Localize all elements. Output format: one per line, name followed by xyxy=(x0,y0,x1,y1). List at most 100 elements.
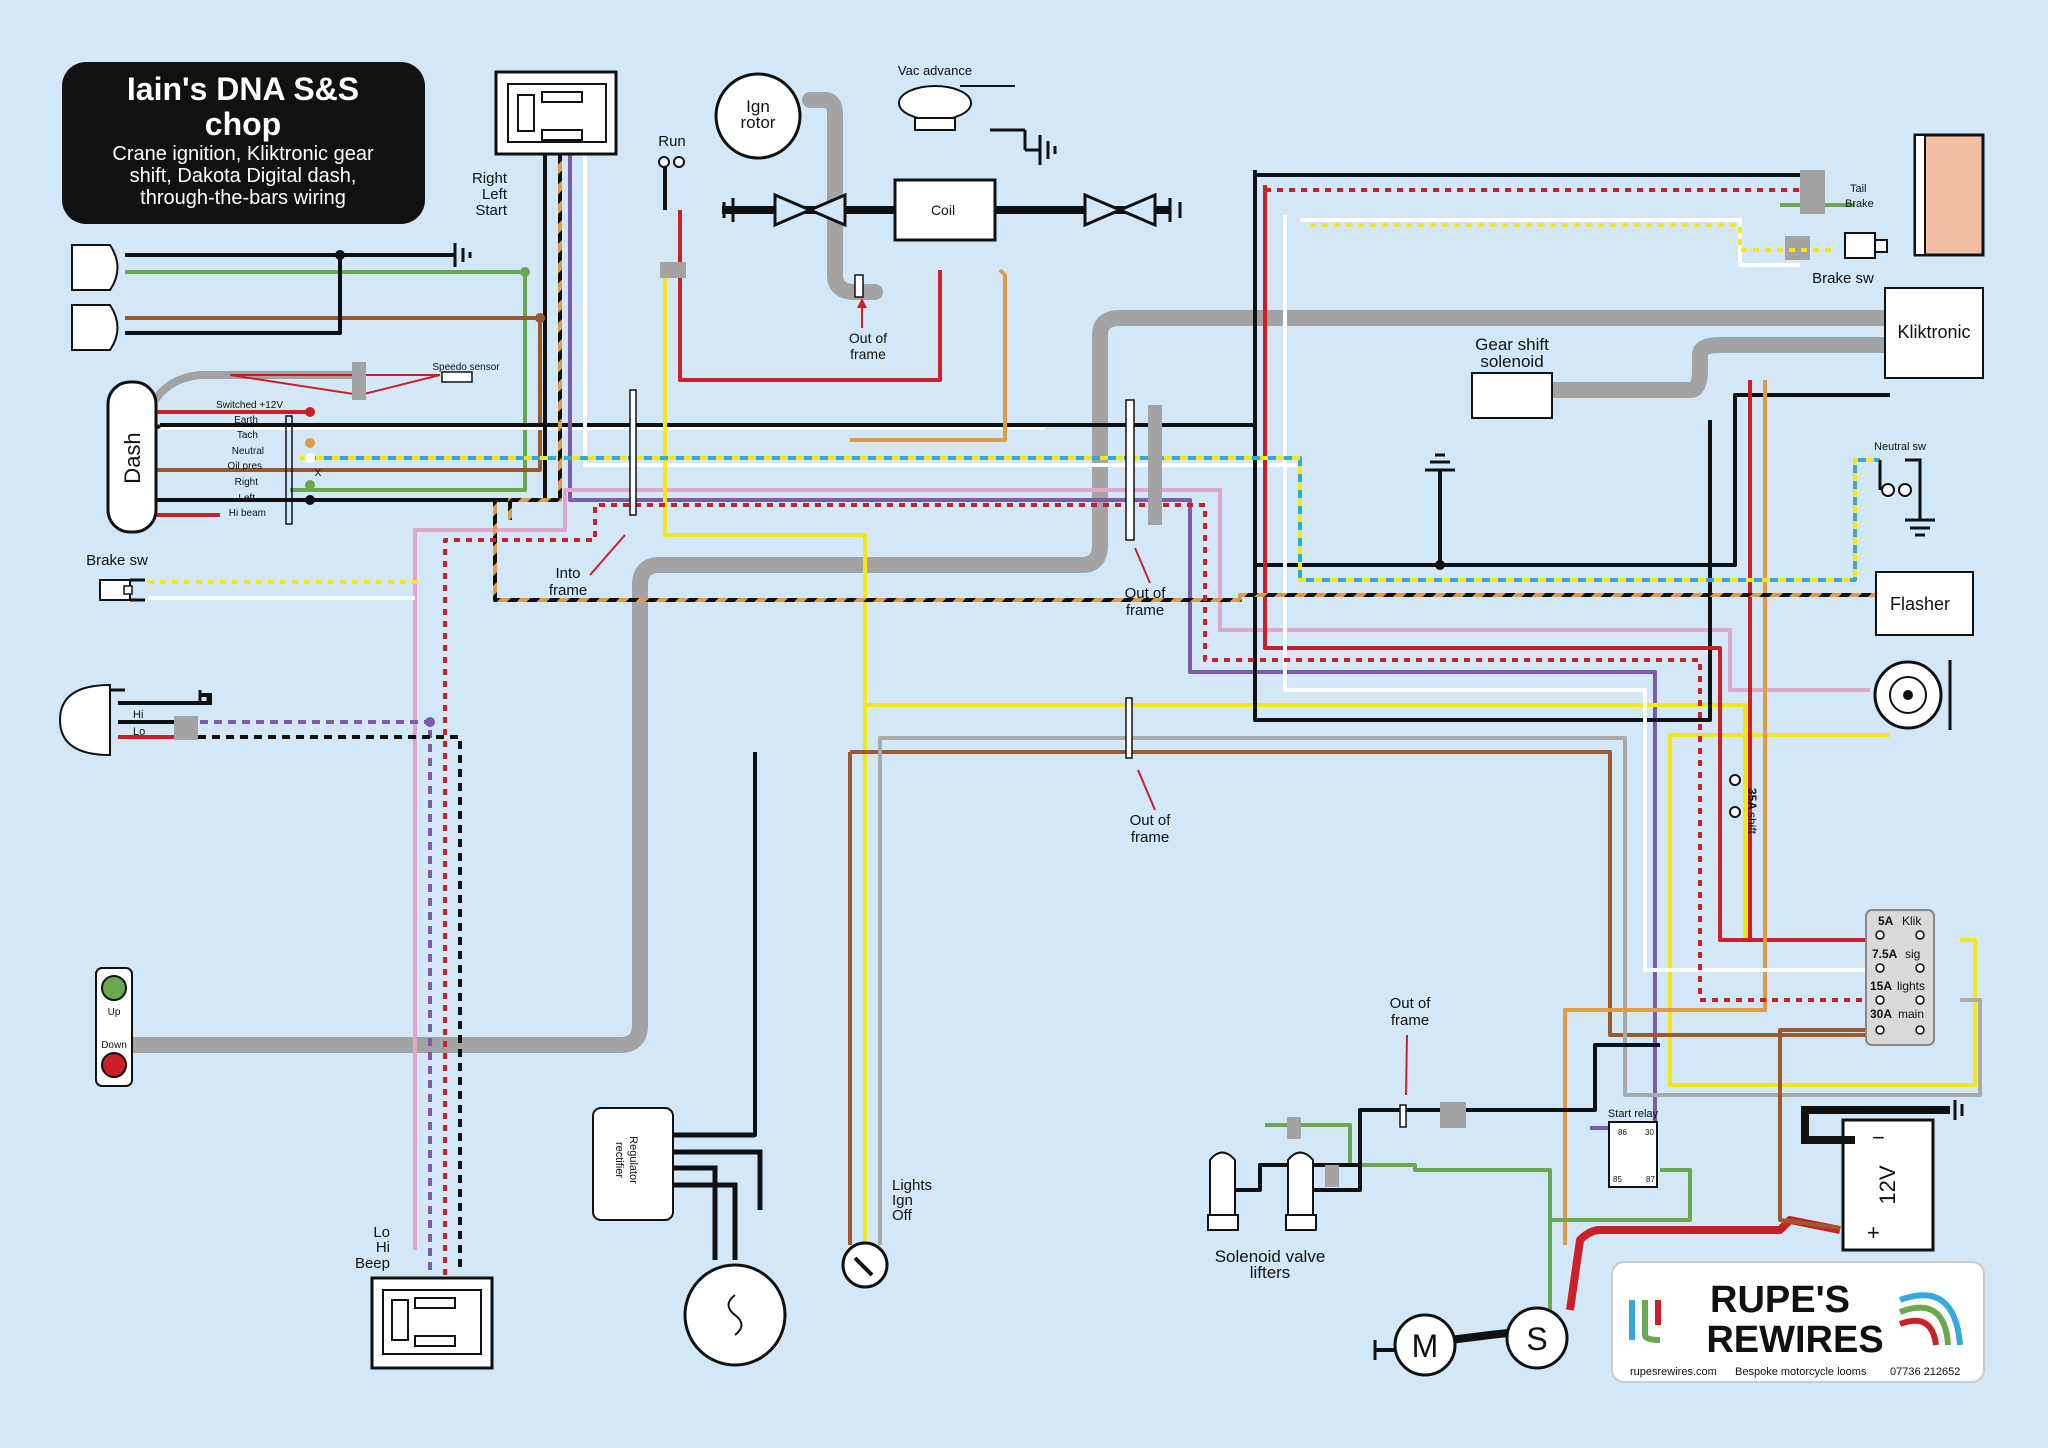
title-sub-1: Crane ignition, Kliktronic gear xyxy=(112,143,374,165)
title-main-2: chop xyxy=(205,106,281,142)
switch-left-label: Left xyxy=(482,186,508,203)
fuse-name: sig xyxy=(1905,947,1920,961)
motor-label: M xyxy=(1412,1328,1439,1364)
fuse-name: main xyxy=(1898,1007,1924,1021)
coil-frame-label: frame xyxy=(850,346,886,362)
gear-shift-label-2: solenoid xyxy=(1480,352,1543,371)
wire-orange-black-right xyxy=(508,152,562,520)
regulator-label-2: rectifier xyxy=(613,1142,625,1178)
indicator-lamp-lower xyxy=(71,304,119,351)
logo-line-2: REWIRES xyxy=(1706,1319,1883,1361)
horn xyxy=(1873,660,1952,730)
frame-main-tube xyxy=(122,310,1898,1053)
wire-red-black-main xyxy=(443,503,1890,1275)
shift-word-label: shift xyxy=(1745,812,1759,835)
key-lights-label: Lights xyxy=(892,1177,932,1194)
dash-wire-label: Oil pres xyxy=(228,461,262,472)
fuse-name: lights xyxy=(1897,979,1925,993)
dash-x-label: X xyxy=(315,468,322,479)
frame-tubes xyxy=(122,92,1898,1053)
relay-pin: 87 xyxy=(1646,1175,1655,1184)
coil-label: Coil xyxy=(931,202,955,218)
down-label: Down xyxy=(101,1040,127,1051)
wire-brown-reg xyxy=(850,750,1925,1037)
neutral-switch: Neutral sw xyxy=(1874,441,1935,537)
wire-brown-indicator xyxy=(125,316,542,472)
run-label: Run xyxy=(658,133,686,150)
gear-buttons: Up Down xyxy=(95,967,133,1087)
out-of-frame-1-label: Out of xyxy=(1125,585,1167,602)
wire-orange-coil xyxy=(850,268,1007,442)
stator xyxy=(683,1263,787,1367)
title-box: Iain's DNA S&S chop Crane ignition, Klik… xyxy=(62,62,425,224)
wire-grey-reg xyxy=(878,736,1982,1245)
frame-ignition-tube xyxy=(802,92,883,300)
brake-switch-front: Brake sw xyxy=(86,552,420,602)
battery: 12V − + xyxy=(1801,1100,1964,1252)
dash-wire-label: Hi beam xyxy=(229,508,266,519)
fuse-name: Klik xyxy=(1902,914,1922,928)
title-main: Iain's DNA S&S xyxy=(127,71,359,107)
speedo-sensor-label: Speedo sensor xyxy=(432,362,500,373)
out-of-frame-3-frame: frame xyxy=(1391,1012,1429,1029)
wire-orange-black-main xyxy=(493,500,1890,602)
run-switch: Run xyxy=(658,133,686,278)
into-frame-label: frame xyxy=(549,582,587,599)
gear-shift-label-1: Gear shift xyxy=(1475,335,1549,354)
switch-start-label: Start xyxy=(475,202,508,219)
chassis-ground xyxy=(1425,453,1455,570)
flasher-label: Flasher xyxy=(1890,594,1950,614)
wire-white-brake xyxy=(1283,215,1890,972)
starter-motor: M S xyxy=(1373,1306,1569,1377)
indicator-lamp-upper xyxy=(71,244,119,291)
ign-rotor-label-1: Ign xyxy=(746,97,770,116)
coil-out-of-label: Out of xyxy=(849,330,887,346)
wire-orange-kliktronic xyxy=(1563,380,1767,1245)
title-sub-3: through-the-bars wiring xyxy=(140,187,346,209)
relay-pin: 85 xyxy=(1613,1175,1622,1184)
dash-label: Dash xyxy=(120,432,145,483)
wire-purple-hilo xyxy=(200,720,432,1270)
wire-black-reg xyxy=(670,752,757,1137)
relay-pin: 86 xyxy=(1618,1128,1627,1137)
wire-green-indicator xyxy=(125,270,527,492)
brake-light-label: Brake xyxy=(1845,198,1874,210)
left-switch: Lo Hi Beep xyxy=(355,1224,494,1370)
fuse-amp: 7.5A xyxy=(1872,947,1898,961)
wire-black-frame xyxy=(1255,393,1890,567)
wire-green-start xyxy=(1265,1123,1552,1310)
start-relay: Start relay 86 30 85 87 xyxy=(1608,1108,1659,1188)
solenoid-lifters: Solenoid valve lifters xyxy=(1207,1102,1466,1282)
wire-white-start xyxy=(583,152,1300,467)
flasher-unit: Flasher xyxy=(1875,571,1974,636)
solenoid-label-1: Solenoid valve xyxy=(1215,1247,1326,1266)
down-button-icon xyxy=(101,1052,127,1078)
wire-yellow-fuse xyxy=(1668,733,1977,1087)
regulator-rectifier: Regulator rectifier xyxy=(592,1107,763,1260)
ignition-rotor: Ign rotor xyxy=(714,72,802,160)
coil-assembly: Coil Out of frame xyxy=(722,178,1182,362)
wire-black-indicator xyxy=(125,255,342,335)
dash-wire-labels: Switched +12V Earth Tach Neutral Oil pre… xyxy=(216,400,283,519)
dash-wire-label: Earth xyxy=(234,415,258,426)
gear-shift-solenoid: Gear shift solenoid xyxy=(1471,335,1553,419)
dash-unit: Dash Switched +12V Earth Tach Neutral Oi… xyxy=(106,380,322,534)
wire-purple-left xyxy=(568,152,1657,1130)
dash-wire-label: Right xyxy=(235,477,259,488)
dash-wire-label: Left xyxy=(238,493,255,504)
up-label: Up xyxy=(108,1007,121,1018)
battery-plus-label: + xyxy=(1867,1220,1880,1245)
kliktronic-label: Kliktronic xyxy=(1897,322,1970,342)
out-of-frame-2-label: Out of xyxy=(1130,812,1172,829)
shift-fuse: 35A shift xyxy=(1729,774,1759,835)
kliktronic-unit: Kliktronic xyxy=(1884,287,1984,379)
wire-brown-battery xyxy=(1778,1028,1880,1230)
wire-black-starter xyxy=(1235,1043,1660,1192)
relay-pin: 30 xyxy=(1645,1128,1654,1137)
out-of-frame-1-frame: frame xyxy=(1126,602,1164,619)
dash-wire-label: Tach xyxy=(237,430,258,441)
headlight-hi-label: Hi xyxy=(133,709,143,721)
ign-rotor-label-2: rotor xyxy=(741,113,776,132)
wire-black-earth-main xyxy=(1253,170,1712,722)
